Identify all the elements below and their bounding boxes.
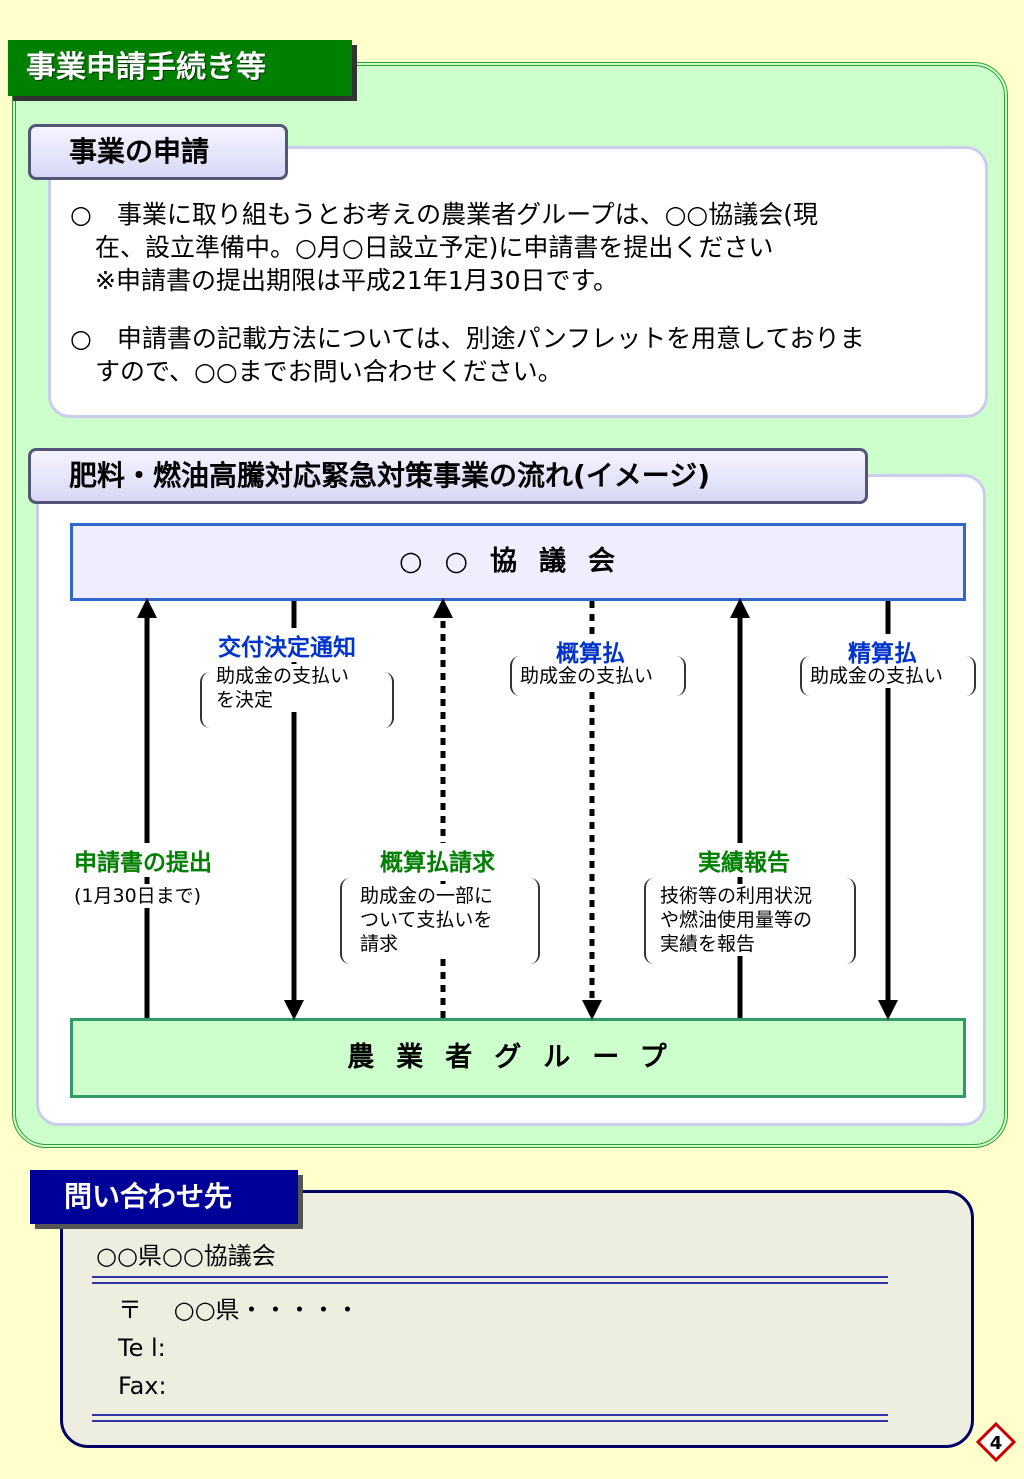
note-grant-decision: 助成金の支払い を決定 [216, 664, 350, 712]
bracket-final-payment [800, 656, 976, 696]
contact-tab: 問い合わせ先 [30, 1170, 298, 1224]
bracket-advance-payment [510, 656, 686, 696]
flow-tab: 肥料・燃油高騰対応緊急対策事業の流れ(イメージ) [28, 448, 868, 504]
bracket-advance-request [340, 878, 540, 964]
contact-tel: Te l: [118, 1334, 166, 1362]
label-application-submit: 申請書の提出 [74, 843, 212, 877]
contact-organization: ○○県○○協議会 [96, 1242, 276, 1270]
application-paragraph-1: ○ 事業に取り組もうとお考えの農業者グループは、○○協議会(現 在、設立準備中。… [70, 200, 818, 295]
note-advance-payment: 助成金の支払い [520, 664, 654, 688]
page-number: 4 [990, 1433, 1003, 1454]
contact-divider-bottom [92, 1414, 888, 1422]
label-advance-payment: 概算払 [556, 634, 625, 668]
application-box [48, 146, 988, 418]
section-title: 事業申請手続き等 [8, 40, 352, 96]
bracket-results-report [644, 878, 856, 964]
page-number-diamond: 4 [976, 1422, 1016, 1462]
label-advance-request: 概算払請求 [380, 843, 495, 877]
note-final-payment: 助成金の支払い [810, 664, 944, 688]
label-final-payment: 精算払 [848, 634, 917, 668]
farmer-group-node: 農業者グループ [70, 1018, 966, 1098]
label-grant-decision: 交付決定通知 [218, 628, 356, 662]
contact-panel [60, 1190, 974, 1448]
application-tab: 事業の申請 [28, 124, 288, 180]
contact-fax: Fax: [118, 1372, 167, 1400]
contact-address: 〒 ○○県・・・・・ [118, 1296, 360, 1324]
contact-divider-top [92, 1276, 888, 1284]
council-node: ○○協議会 [70, 523, 966, 601]
note-application-submit: (1月30日まで) [74, 884, 202, 908]
label-results-report: 実績報告 [698, 843, 790, 877]
bracket-grant-decision [200, 672, 394, 728]
note-advance-request: 助成金の一部に ついて支払いを 請求 [360, 884, 494, 956]
application-paragraph-2: ○ 申請書の記載方法については、別途パンフレットを用意しておりま すので、○○ま… [70, 324, 865, 386]
note-results-report: 技術等の利用状況 や燃油使用量等の 実績を報告 [660, 884, 813, 956]
